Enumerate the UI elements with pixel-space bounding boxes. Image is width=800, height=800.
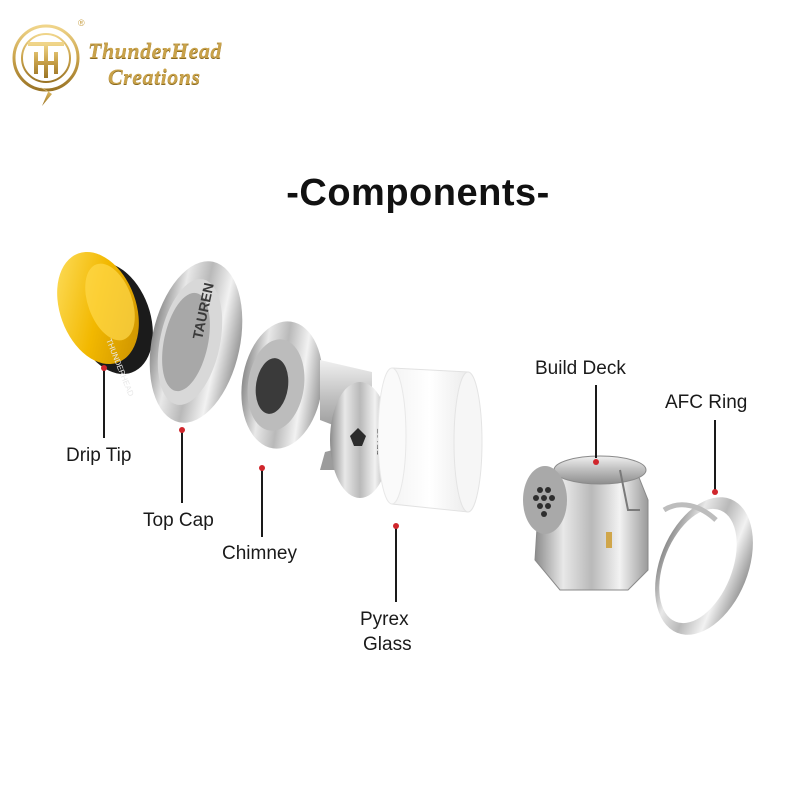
build-deck-marker-dot [593, 459, 599, 465]
brand-name-line-1: ThunderHead [88, 38, 222, 63]
afc-ring-marker-dot [712, 489, 718, 495]
th-monogram-logo-icon [12, 24, 80, 106]
brand-name-line-2: Creations [108, 64, 201, 89]
chimney-part: BEAST [241, 321, 390, 498]
label-build-deck: Build Deck [535, 358, 626, 379]
pyrex-glass-marker-dot [393, 523, 399, 529]
label-top-cap: Top Cap [143, 510, 214, 531]
afc-ring-part [655, 497, 753, 635]
drip-tip-part: THUNDERHEAD [57, 251, 153, 398]
build-deck-part [523, 455, 649, 591]
pyrex-glass-part [377, 367, 483, 513]
label-chimney: Chimney [222, 543, 297, 564]
chimney-marker-dot [259, 465, 265, 471]
leader-lines [103, 368, 716, 602]
registered-mark: ® [78, 18, 85, 28]
drip-tip-marker-dot [101, 365, 107, 371]
top-cap-marker-dot [179, 427, 185, 433]
label-pyrex-glass-line-2: Glass [363, 634, 412, 655]
label-drip-tip: Drip Tip [66, 445, 132, 466]
label-afc-ring: AFC Ring [665, 392, 748, 413]
top-cap-part: TAUREN [149, 261, 243, 423]
marker-dots [101, 365, 718, 529]
page-title: -Components- [286, 172, 550, 214]
label-pyrex-glass-line-1: Pyrex [360, 609, 409, 630]
